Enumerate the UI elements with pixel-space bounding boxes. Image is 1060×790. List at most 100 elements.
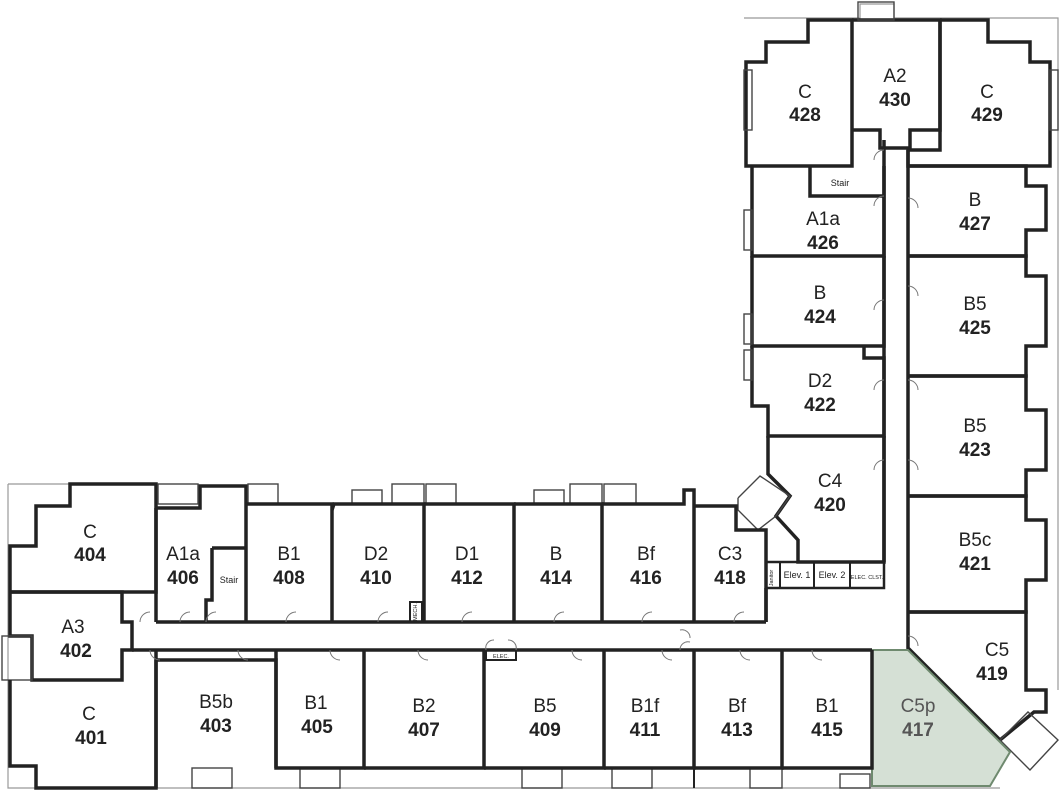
unit-426[interactable]: A1a 426 <box>743 166 886 258</box>
unit-type: C3 <box>718 544 742 565</box>
unit-type: Bf <box>637 544 656 565</box>
unit-type: D1 <box>455 544 479 565</box>
unit-number: 414 <box>540 568 572 589</box>
unit-number: 417 <box>902 720 934 741</box>
unit-415[interactable]: B1 415 <box>782 650 874 770</box>
unit-406[interactable]: Stair A1a 406 <box>154 484 248 622</box>
unit-type: B5b <box>199 692 233 713</box>
corridor <box>132 140 908 650</box>
unit-409[interactable]: B5 409 <box>484 650 606 770</box>
unit-number: 425 <box>959 318 991 339</box>
unit-number: 423 <box>959 440 991 461</box>
unit-number: 409 <box>529 720 561 741</box>
unit-number: 428 <box>789 105 821 126</box>
unit-number: 427 <box>959 214 991 235</box>
unit-number: 418 <box>714 568 746 589</box>
svg-text:Stair: Stair <box>831 178 850 188</box>
unit-430[interactable]: A2 430 <box>852 1 942 150</box>
unit-type: B5 <box>533 696 556 717</box>
unit-number: 410 <box>360 568 392 589</box>
unit-type: D2 <box>364 544 388 565</box>
unit-type: C5 <box>985 640 1009 661</box>
elevator-2: Elev. 2 <box>819 570 846 580</box>
unit-type: B <box>814 283 827 304</box>
unit-type: Bf <box>728 696 747 717</box>
unit-408[interactable]: B1 408 <box>246 502 334 622</box>
unit-423[interactable]: B5 423 <box>908 374 1048 498</box>
unit-number: 413 <box>721 720 753 741</box>
door-swings <box>139 149 919 661</box>
unit-type: B5 <box>963 416 986 437</box>
unit-407[interactable]: B2 407 <box>364 650 486 770</box>
unit-number: 405 <box>301 717 333 738</box>
unit-type: C4 <box>818 471 843 492</box>
unit-type: C <box>798 82 812 103</box>
unit-type: A2 <box>883 66 906 87</box>
stair-north: Stair <box>808 166 884 198</box>
unit-type: C5p <box>901 696 936 717</box>
unit-type: A1a <box>166 544 200 565</box>
unit-type: A3 <box>61 617 84 638</box>
unit-type: C <box>980 82 994 103</box>
unit-427[interactable]: B 427 <box>908 164 1048 258</box>
unit-number: 412 <box>451 568 483 589</box>
service-core: Elev. 1 Elev. 2 ELEC. CLST. Janitor <box>764 560 886 590</box>
unit-424[interactable]: B 424 <box>743 256 886 348</box>
elevator-1: Elev. 1 <box>784 570 811 580</box>
unit-type: B <box>969 190 982 211</box>
unit-number: 419 <box>976 664 1008 685</box>
unit-type: B5c <box>959 530 992 551</box>
unit-type: D2 <box>808 371 832 392</box>
unit-number: 401 <box>75 728 107 749</box>
unit-number: 416 <box>630 568 662 589</box>
unit-419[interactable]: C5 419 <box>906 610 1059 772</box>
unit-number: 402 <box>60 641 92 662</box>
unit-number: 426 <box>807 233 839 254</box>
unit-number: 403 <box>200 716 232 737</box>
unit-413[interactable]: Bf 413 <box>694 650 784 770</box>
unit-number: 415 <box>811 720 843 741</box>
stair-west: Stair <box>220 575 239 585</box>
unit-416[interactable]: Bf 416 <box>602 488 696 622</box>
elec-room: ELEC. <box>493 654 509 660</box>
unit-number: 422 <box>804 395 836 416</box>
corridor-walls: ELEC. <box>132 140 910 661</box>
unit-type: B1 <box>304 693 327 714</box>
unit-410[interactable]: MECH. D2 410 <box>330 502 426 623</box>
unit-403[interactable]: B5b 403 <box>154 658 278 788</box>
unit-422[interactable]: D2 422 <box>743 346 886 438</box>
janitor-closet: Janitor <box>769 570 775 587</box>
unit-number: 407 <box>408 720 440 741</box>
unit-429[interactable]: C 429 <box>906 18 1059 168</box>
unit-404[interactable]: C 404 <box>8 482 158 594</box>
unit-421[interactable]: B5c 421 <box>908 494 1048 614</box>
unit-414[interactable]: B 414 <box>514 502 604 622</box>
unit-type: A1a <box>806 209 840 230</box>
unit-number: 430 <box>879 90 911 111</box>
mech-closet: MECH. <box>413 603 419 621</box>
south-row-balconies <box>191 767 871 789</box>
unit-type: B1 <box>815 696 838 717</box>
unit-number: 406 <box>167 568 199 589</box>
unit-number: 408 <box>273 568 305 589</box>
unit-type: B2 <box>412 696 435 717</box>
unit-420[interactable]: C4 420 <box>737 436 886 564</box>
unit-425[interactable]: B5 425 <box>908 254 1048 378</box>
unit-412[interactable]: D1 412 <box>424 502 516 622</box>
unit-number: 421 <box>959 554 991 575</box>
unit-number: 429 <box>971 105 1003 126</box>
unit-type: C <box>82 704 96 725</box>
unit-number: 424 <box>804 307 836 328</box>
unit-type: B <box>550 544 563 565</box>
unit-411[interactable]: B1f 411 <box>604 650 696 788</box>
unit-type: B1f <box>631 696 660 717</box>
unit-405[interactable]: B1 405 <box>274 650 366 770</box>
unit-type: B5 <box>963 294 986 315</box>
unit-402[interactable]: A3 402 <box>1 590 134 682</box>
unit-428[interactable]: C 428 <box>743 18 854 168</box>
unit-type: C <box>83 522 97 543</box>
unit-number: 420 <box>814 495 846 516</box>
unit-418[interactable]: C3 418 <box>694 504 768 622</box>
unit-number: 404 <box>74 545 106 566</box>
